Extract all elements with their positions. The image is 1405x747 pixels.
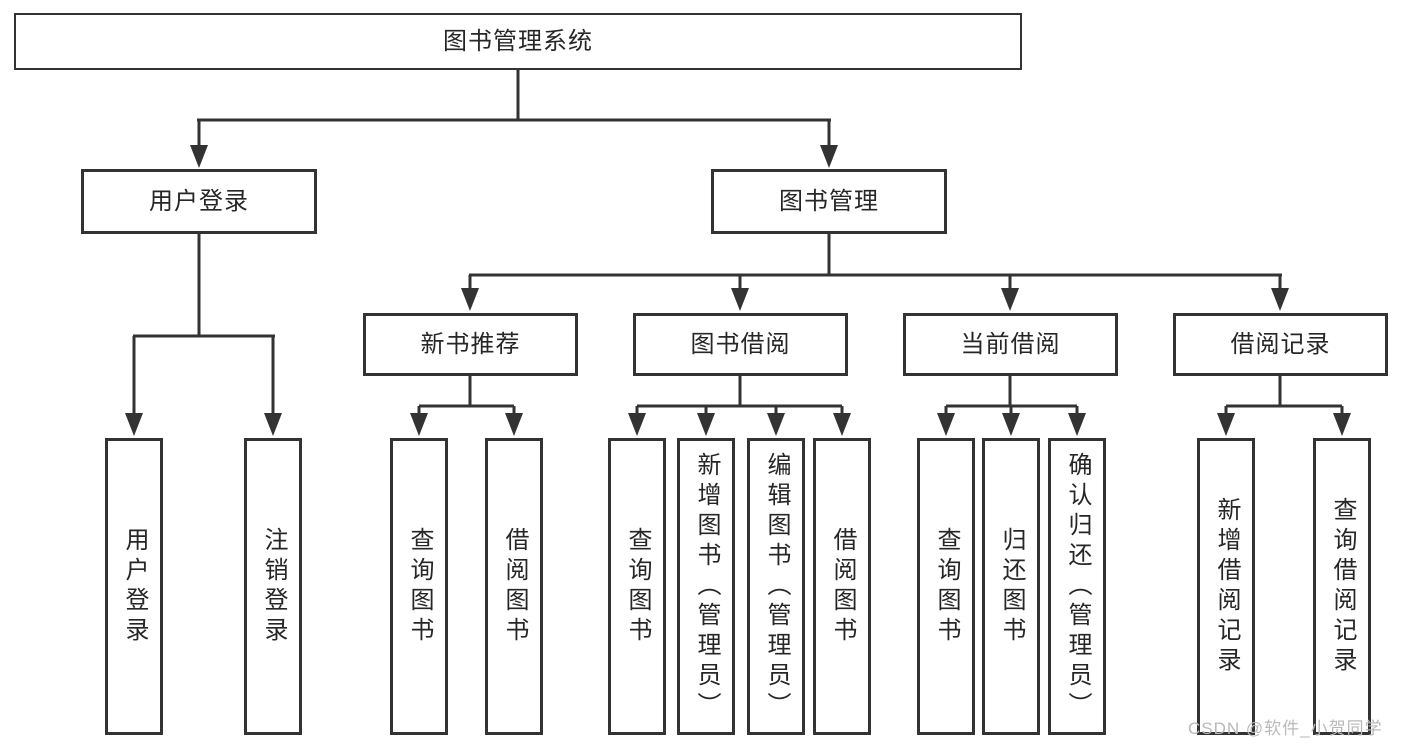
leaf-label: 新增图书（管理员） — [693, 451, 720, 722]
leaf-label: 用户登录 — [121, 526, 148, 647]
arrowhead-icon — [1333, 413, 1351, 436]
leaf-label: 借阅图书 — [501, 526, 528, 647]
arrowhead-icon — [767, 413, 785, 436]
arrowhead-icon — [937, 413, 955, 436]
leaf-confirm-return-admin: 确认归还（管理员） — [1048, 438, 1106, 735]
leaf-query-books-borrow: 查询图书 — [608, 438, 666, 735]
node-current-borrow: 当前借阅 — [903, 313, 1118, 376]
root-node: 图书管理系统 — [14, 13, 1022, 70]
node-new-book-recommend: 新书推荐 — [363, 313, 578, 376]
arrowhead-icon — [1217, 413, 1235, 436]
arrowhead-icon — [820, 145, 838, 168]
leaf-label: 查询借阅记录 — [1329, 496, 1356, 677]
leaf-add-borrow-record: 新增借阅记录 — [1197, 438, 1255, 735]
leaf-label: 归还图书 — [998, 526, 1025, 647]
leaf-query-books-current: 查询图书 — [917, 438, 975, 735]
leaf-user-login: 用户登录 — [105, 438, 163, 735]
node-label: 新书推荐 — [420, 330, 521, 358]
arrowhead-icon — [1271, 288, 1289, 311]
leaf-label: 编辑图书（管理员） — [763, 451, 790, 722]
leaf-label: 新增借阅记录 — [1213, 496, 1240, 677]
leaf-label: 查询图书 — [624, 526, 651, 647]
leaf-query-borrow-record: 查询借阅记录 — [1313, 438, 1371, 735]
node-user-login: 用户登录 — [81, 169, 317, 234]
connector-paths — [132, 70, 1344, 420]
node-book-borrow: 图书借阅 — [633, 313, 848, 376]
leaf-label: 查询图书 — [406, 526, 433, 647]
leaf-label: 借阅图书 — [829, 526, 856, 647]
arrowhead-icon — [190, 145, 208, 168]
leaf-return-book: 归还图书 — [982, 438, 1040, 735]
node-label: 借阅记录 — [1230, 330, 1331, 358]
node-label: 图书管理 — [779, 187, 879, 215]
leaf-logout: 注销登录 — [244, 438, 302, 735]
leaf-label: 查询图书 — [933, 526, 960, 647]
node-book-management: 图书管理 — [711, 169, 947, 234]
arrowhead-icon — [1002, 413, 1020, 436]
leaf-add-book-admin: 新增图书（管理员） — [677, 438, 735, 735]
arrowhead-icon — [461, 288, 479, 311]
leaf-edit-book-admin: 编辑图书（管理员） — [747, 438, 805, 735]
arrowhead-icon — [628, 413, 646, 436]
arrowheads — [125, 145, 1351, 436]
arrowhead-icon — [505, 413, 523, 436]
node-label: 用户登录 — [149, 187, 249, 215]
arrowhead-icon — [125, 413, 143, 436]
leaf-label: 确认归还（管理员） — [1064, 451, 1091, 722]
arrowhead-icon — [1001, 288, 1019, 311]
arrowhead-icon — [1068, 413, 1086, 436]
node-label: 图书借阅 — [690, 330, 791, 358]
arrowhead-icon — [410, 413, 428, 436]
arrowhead-icon — [697, 413, 715, 436]
node-borrow-records: 借阅记录 — [1173, 313, 1388, 376]
watermark: CSDN @软件_小贺同学 — [1188, 719, 1383, 738]
root-node-label: 图书管理系统 — [443, 27, 593, 55]
arrowhead-icon — [731, 288, 749, 311]
leaf-borrow-books-2: 借阅图书 — [813, 438, 871, 735]
arrowhead-icon — [833, 413, 851, 436]
arrowhead-icon — [264, 413, 282, 436]
leaf-borrow-books-recommend: 借阅图书 — [485, 438, 543, 735]
leaf-query-books-recommend: 查询图书 — [390, 438, 448, 735]
node-label: 当前借阅 — [960, 330, 1061, 358]
leaf-label: 注销登录 — [260, 526, 287, 647]
